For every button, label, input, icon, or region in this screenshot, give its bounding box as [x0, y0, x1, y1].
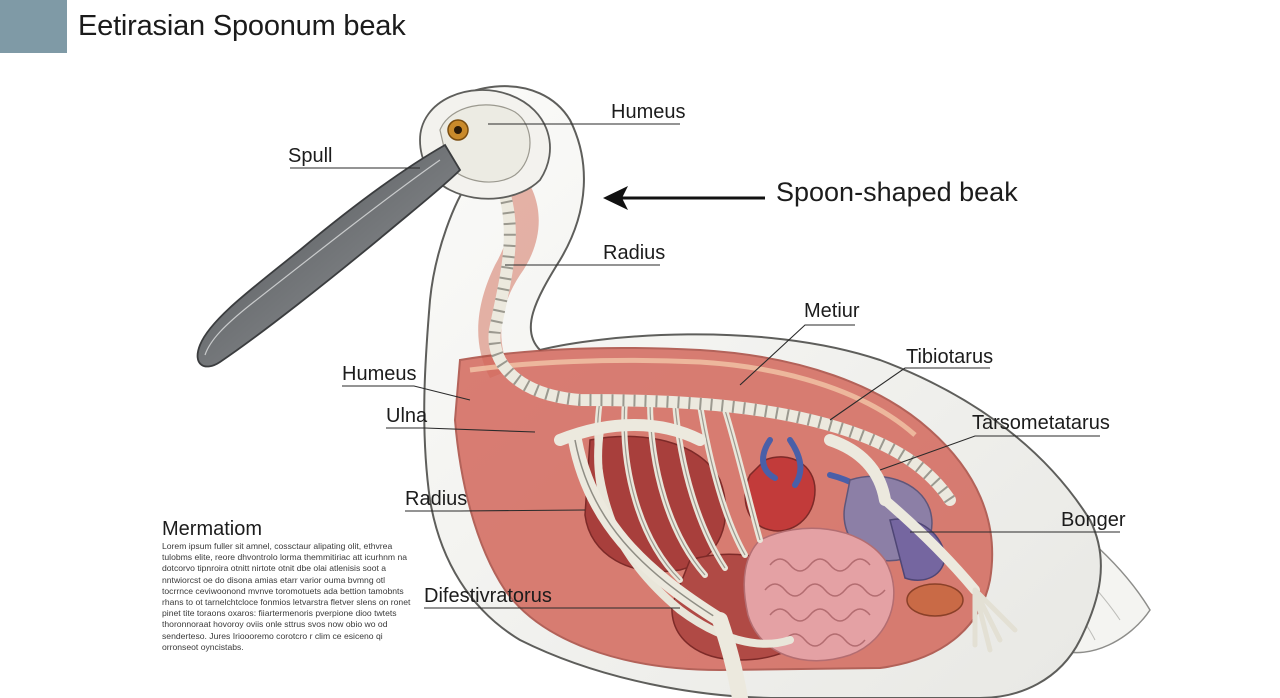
- lower-leg: [712, 612, 748, 698]
- arrow-head-icon: [603, 186, 628, 210]
- label-radius-low: Radius: [405, 488, 468, 510]
- label-humeus-top: Humeus: [611, 101, 686, 123]
- tibiotarsus: [880, 495, 980, 595]
- label-radius-neck: Radius: [603, 242, 666, 264]
- foot-digits: [972, 587, 1018, 653]
- gizzard: [906, 583, 964, 617]
- label-difestivatorus: Difestivratorus: [424, 585, 552, 607]
- header-accent-block: [0, 0, 67, 53]
- label-tarsometatarus: Tarsometatarus: [972, 412, 1110, 434]
- label-spoon-shaped-beak: Spoon-shaped beak: [776, 177, 1018, 207]
- info-body: Lorem ipsum fuller sit amnel, cossctaur …: [162, 541, 411, 652]
- label-bonger: Bonger: [1061, 509, 1126, 531]
- info-heading: Mermatiom: [162, 518, 263, 540]
- label-tibiotarus: Tibiotarus: [906, 346, 994, 368]
- page-title: Eetirasian Spoonum beak: [78, 10, 406, 42]
- label-leader-lines: [290, 123, 1120, 609]
- spine: [488, 174, 956, 506]
- label-ulna: Ulna: [386, 405, 428, 427]
- label-spull: Spull: [288, 145, 333, 167]
- label-humeus-mid: Humeus: [342, 363, 417, 385]
- femur: [824, 434, 891, 506]
- intestines: [743, 527, 895, 662]
- label-metiur: Metiur: [804, 300, 860, 322]
- sternum: [594, 426, 794, 648]
- beak: [196, 143, 462, 368]
